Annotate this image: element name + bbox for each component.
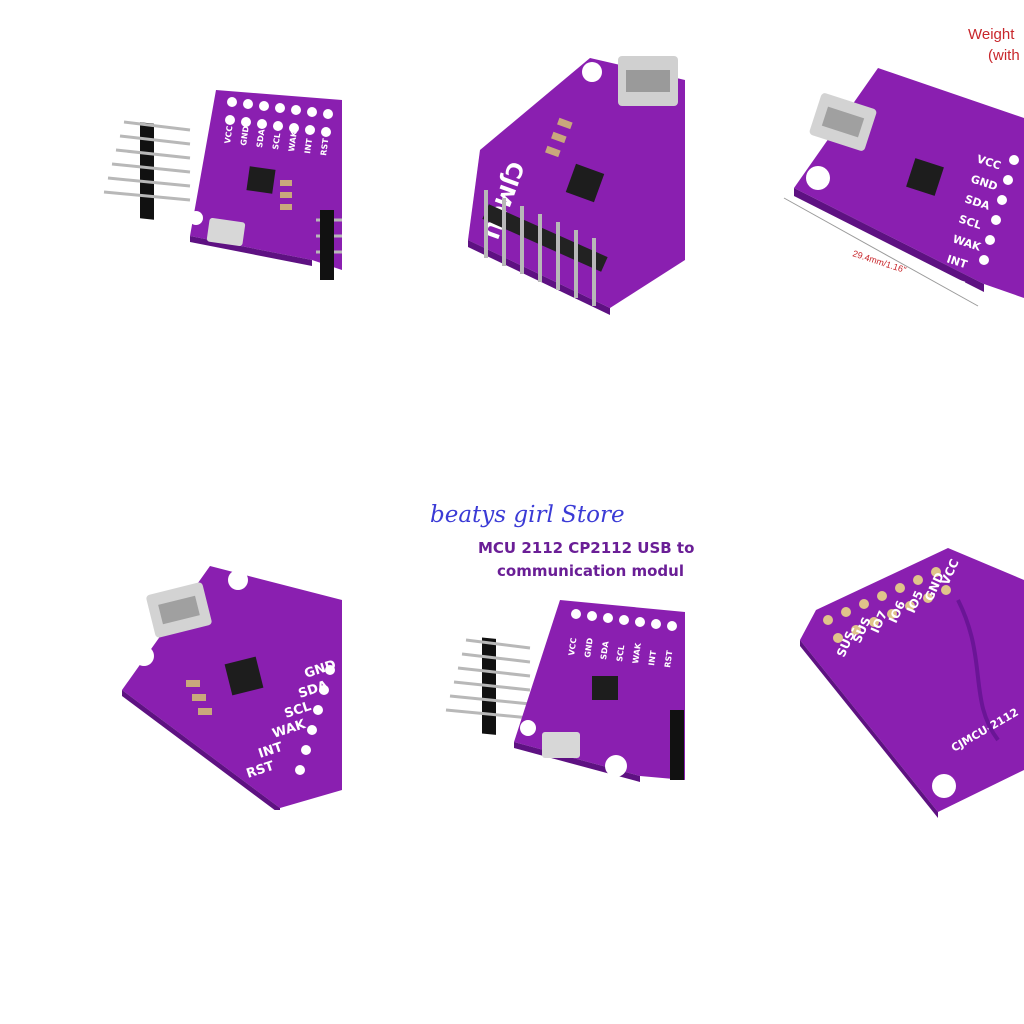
pcb-board: GND SDA SCL WAK INT RST	[122, 566, 342, 810]
pin-label: RST	[319, 137, 330, 156]
pin-label: WAK	[631, 642, 643, 665]
pin-label: SCL	[615, 644, 626, 662]
weight-label: Weight	[968, 26, 1015, 43]
pin-label: INT	[945, 252, 969, 271]
store-name: beatys girl Store	[430, 502, 625, 528]
pcb-board: VCC GND SDA SCL WAK INT RST	[514, 600, 685, 782]
pin-label: INT	[303, 138, 314, 155]
pin-label: SDA	[599, 640, 611, 660]
product-photo-6: VCC GND IO5 IO6 IO7 SUS SUS- CJMCU-2112	[798, 540, 1024, 820]
header-pins	[482, 190, 608, 306]
header-pins	[445, 637, 531, 735]
pcb-board: VCC GND SDA SCL WAK INT RST	[794, 68, 1024, 298]
pin-label: INT	[257, 740, 285, 762]
product-title-line1: MCU 2112 CP2112 USB to	[478, 539, 695, 557]
pin-label: RST	[663, 649, 674, 668]
product-photo-4: GND SDA SCL WAK INT RST	[110, 560, 342, 810]
pin-label: SCL	[271, 132, 282, 150]
pin-label: VCC	[567, 637, 578, 656]
product-photo-5: VCC GND SDA SCL WAK INT RST	[430, 590, 685, 840]
pcb-board-back: VCC GND IO5 IO6 IO7 SUS SUS- CJMCU-2112	[800, 548, 1024, 818]
pcb-board: VCC GND SDA SCL WAK INT RST	[189, 90, 342, 270]
pin-label: VCC	[223, 125, 234, 144]
weight-note: (with	[988, 47, 1020, 64]
pin-label: SDA	[255, 128, 267, 148]
pin-label: WAK	[287, 130, 299, 153]
product-photo-2: CJMCU	[440, 30, 685, 320]
pin-label: INT	[647, 650, 658, 667]
product-title-line2: communication modul	[497, 562, 684, 580]
product-photo-3: VCC GND SDA SCL WAK INT RST 29.4mm/1.16"	[778, 60, 1024, 320]
pin-label: GND	[583, 637, 595, 658]
header-pins	[103, 120, 191, 220]
product-photo-1: VCC GND SDA SCL WAK INT RST	[80, 60, 342, 350]
pin-label: GND	[239, 125, 251, 146]
